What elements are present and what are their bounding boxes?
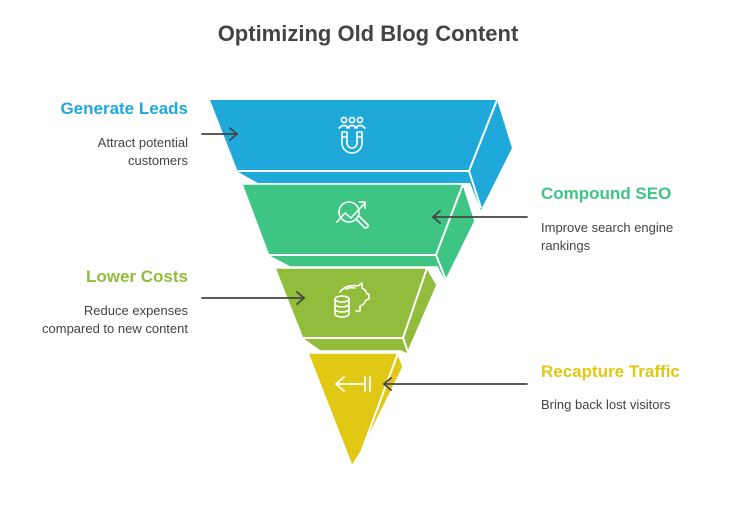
- description-line: rankings: [541, 238, 591, 253]
- stage-label-recapture-traffic: Recapture Traffic: [541, 362, 680, 381]
- magnet-people-icon: [338, 116, 366, 154]
- funnel-stage-compound-seo: [240, 183, 476, 284]
- description-line: Bring back lost visitors: [541, 397, 671, 412]
- description-line: compared to new content: [42, 321, 188, 336]
- arrow-lower-costs: [201, 291, 306, 305]
- description-line: Attract potential: [97, 135, 188, 150]
- diagram-title: Optimizing Old Blog Content: [217, 21, 519, 46]
- description-line: customers: [128, 153, 188, 168]
- stage-label-compound-seo: Compound SEO: [541, 184, 672, 203]
- coins-piggy-bank-icon: [334, 282, 370, 318]
- arrow-left-bar-icon: [335, 376, 371, 392]
- arrow-generate-leads: [201, 127, 239, 141]
- arrow-compound-seo: [431, 210, 528, 224]
- funnel-stage-recapture-traffic: [306, 352, 404, 468]
- stage-description-lower-costs: Reduce expenses compared to new content: [42, 302, 188, 338]
- stage-description-generate-leads: Attract potential customers: [98, 134, 188, 170]
- stage-description-compound-seo: Improve search engine rankings: [541, 219, 673, 255]
- funnel-stage-generate-leads: [210, 99, 512, 210]
- stage-description-recapture-traffic: Bring back lost visitors: [541, 396, 670, 414]
- description-line: Improve search engine: [541, 220, 674, 235]
- stage-label-generate-leads: Generate Leads: [60, 99, 188, 118]
- chart-search-icon: [336, 201, 369, 229]
- arrow-recapture-traffic: [382, 377, 528, 391]
- stage-label-lower-costs: Lower Costs: [85, 267, 188, 286]
- description-line: Reduce expenses: [83, 303, 188, 318]
